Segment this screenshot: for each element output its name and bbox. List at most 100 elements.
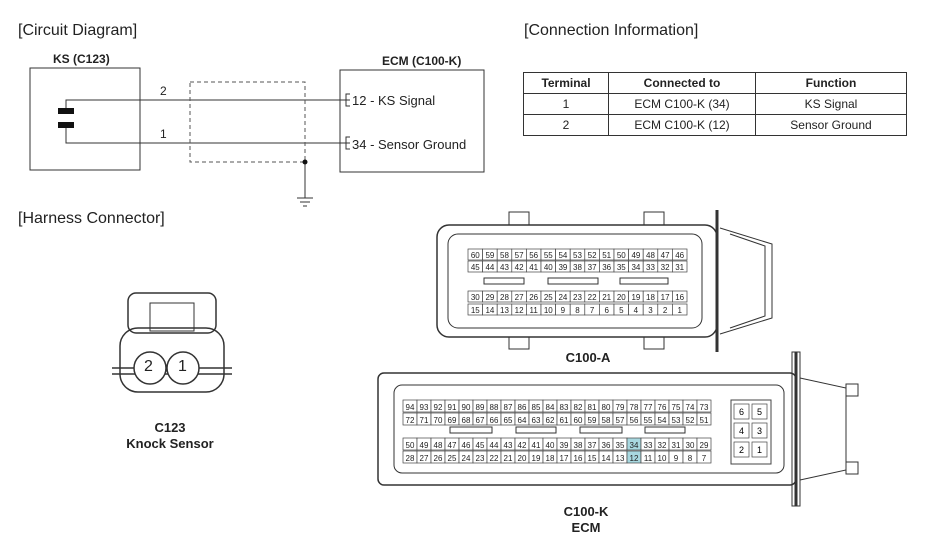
connector-pin <box>528 437 544 451</box>
pin-1-label: 1 <box>160 127 167 141</box>
connector-pin-label: 86 <box>518 403 527 412</box>
connector-pin-label: 32 <box>658 441 667 450</box>
col-terminal: Terminal <box>523 72 609 94</box>
connector-pin <box>640 437 656 451</box>
connector-pin-label: 34 <box>630 441 639 450</box>
connector-pin <box>642 248 659 261</box>
circuit-diagram-heading: [Circuit Diagram] <box>18 22 138 39</box>
ks-caption-id: C123 <box>154 420 186 435</box>
connector-pin <box>657 290 673 303</box>
c100k-caption: C100-K <box>563 504 609 519</box>
connector-pin-label: 26 <box>434 454 443 463</box>
connector-pin <box>542 437 558 451</box>
connector-pin-label: 12 <box>515 306 524 315</box>
connector-pin <box>654 437 670 451</box>
connector-pin-label: 58 <box>602 416 611 425</box>
connector-pin-label: 60 <box>471 251 480 260</box>
connector-pin <box>416 399 432 413</box>
c100a-caption: C100-A <box>565 350 611 365</box>
connector-pin <box>626 399 642 413</box>
connector-pin <box>526 260 542 273</box>
connector-pin-label: 42 <box>518 441 527 450</box>
connector-pin <box>482 290 498 303</box>
connector-pin <box>472 412 488 426</box>
connector-pin-label: 25 <box>448 454 457 463</box>
col-connected-to: Connected to <box>608 72 756 94</box>
connector-pin-label: 9 <box>674 454 679 463</box>
table-cell: ECM C100-K (12) <box>608 114 756 136</box>
connector-pin <box>540 248 556 261</box>
connector-pin-label: 80 <box>602 403 611 412</box>
connector-pin-label: 16 <box>574 454 583 463</box>
connector-pin <box>682 412 698 426</box>
connector-pin <box>569 248 586 261</box>
connector-pin-label: 49 <box>420 441 429 450</box>
side-pin-label: 5 <box>757 407 762 417</box>
connector-pin <box>654 412 670 426</box>
connector-pin-label: 47 <box>448 441 457 450</box>
connector-pin <box>402 437 418 451</box>
connector-pin <box>613 260 629 273</box>
connector-pin-label: 30 <box>686 441 695 450</box>
connector-pin <box>430 450 446 464</box>
connector-pin-label: 27 <box>420 454 429 463</box>
connector-pin <box>402 399 418 413</box>
connector-pin-label: 89 <box>476 403 485 412</box>
connector-pin <box>458 412 474 426</box>
connector-pin-label: 35 <box>617 263 626 272</box>
connector-pin-label: 17 <box>560 454 569 463</box>
connector-pin-label: 38 <box>573 263 582 272</box>
connector-pin <box>482 260 498 273</box>
connector-pin-label: 7 <box>702 454 707 463</box>
connector-pin-label: 24 <box>558 293 567 302</box>
connector-pin <box>696 437 712 451</box>
connection-table: Terminal Connected to Function 1 ECM C10… <box>523 72 907 136</box>
harness-connector-heading: [Harness Connector] <box>18 210 165 227</box>
connector-pin <box>526 290 542 303</box>
connector-pin-label: 12 <box>630 454 639 463</box>
connector-pin <box>612 399 628 413</box>
connector-pin <box>654 399 670 413</box>
connector-pin <box>584 290 600 303</box>
connector-pin <box>570 412 586 426</box>
connector-pin <box>416 437 432 451</box>
ks-caption-name: Knock Sensor <box>126 436 214 451</box>
connector-pin-label: 14 <box>602 454 611 463</box>
connector-pin-label: 6 <box>604 306 609 315</box>
connector-pin <box>570 437 586 451</box>
connector-pin-label: 60 <box>574 416 583 425</box>
connector-pin <box>642 290 659 303</box>
connector-pin-label: 77 <box>644 403 653 412</box>
connector-pin <box>569 260 586 273</box>
side-pin <box>751 422 768 439</box>
connector-pin-label: 55 <box>544 251 553 260</box>
connector-pin-label: 15 <box>471 306 480 315</box>
connector-pin <box>657 260 673 273</box>
connector-pin <box>526 303 542 316</box>
connector-pin <box>584 437 600 451</box>
connector-pin-label: 70 <box>434 416 443 425</box>
table-cell: ECM C100-K (34) <box>608 93 756 115</box>
connector-pin <box>613 248 629 261</box>
connector-pin-label: 18 <box>646 293 655 302</box>
connector-pin <box>612 412 628 426</box>
connector-pin <box>486 437 502 451</box>
side-pin <box>733 422 750 439</box>
connector-pin <box>526 248 542 261</box>
connector-pin-label: 92 <box>434 403 443 412</box>
connector-pin <box>584 412 600 426</box>
connector-pin-label: 36 <box>602 441 611 450</box>
connector-pin-label: 54 <box>558 251 567 260</box>
connector-pin <box>555 248 571 261</box>
connector-pin-label: 13 <box>616 454 625 463</box>
ks-pin-1: 1 <box>178 358 187 375</box>
connector-pin-label: 21 <box>602 293 611 302</box>
connector-pin <box>584 248 600 261</box>
connector-pin <box>657 248 673 261</box>
connector-pin-label: 50 <box>406 441 415 450</box>
connector-pin <box>500 437 516 451</box>
connector-pin-label: 15 <box>588 454 597 463</box>
connector-pin <box>472 450 488 464</box>
connector-pin-label: 79 <box>616 403 625 412</box>
connector-pin-label: 84 <box>546 403 555 412</box>
